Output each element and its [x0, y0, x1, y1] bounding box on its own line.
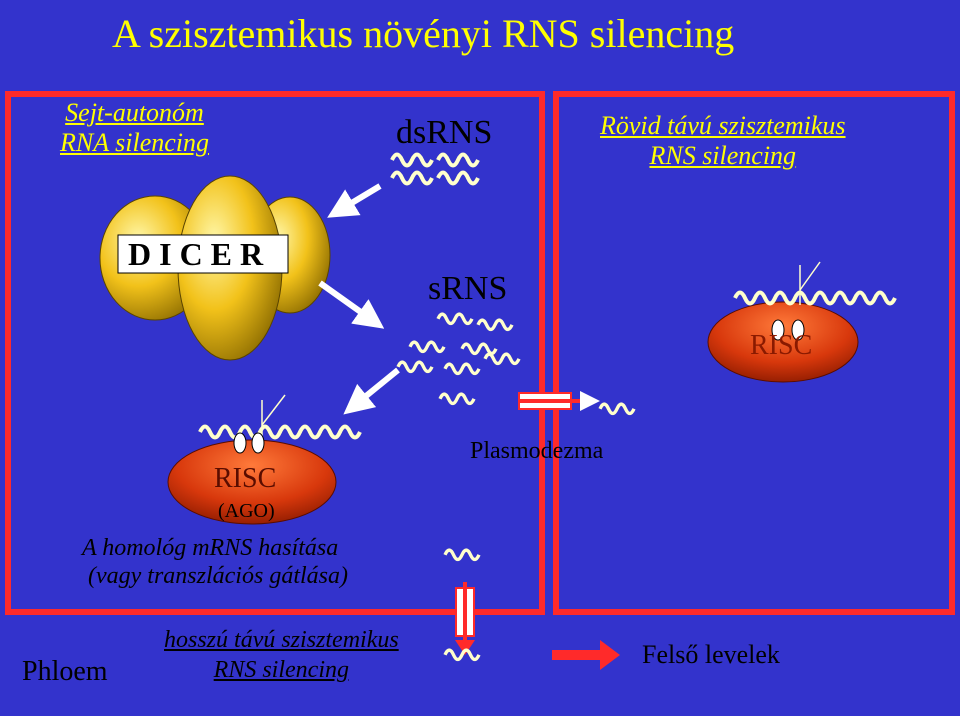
- right-heading-line2: RNS silencing: [649, 141, 797, 170]
- upper-leaves-label: Felső levelek: [642, 640, 780, 669]
- dicer-label: D I C E R: [128, 236, 264, 272]
- page-title: A szisztemikus növényi RNS silencing: [112, 11, 735, 56]
- process-arrows: [318, 183, 400, 415]
- left-heading: Sejt-autonóm RNA silencing: [60, 98, 209, 158]
- long-distance-line2: RNS silencing: [213, 657, 349, 683]
- risc-left-complex: [167, 394, 362, 525]
- cleavage-text: A homológ mRNS hasítása (vagy transzláci…: [82, 534, 348, 590]
- dicer-enzyme: [99, 175, 331, 361]
- risc-left-label: RISC: [214, 463, 277, 494]
- left-cell-border: [5, 91, 545, 615]
- cleavage-line2: (vagy transzlációs gátlása): [88, 563, 348, 589]
- dsrna-label: dsRNS: [396, 114, 493, 151]
- upper-leaves-arrow: [552, 640, 620, 670]
- plasmodesma-label: Plasmodezma: [470, 438, 604, 464]
- long-distance-text: hosszú távú szisztemikus RNS silencing: [164, 625, 399, 685]
- right-cell-border: [553, 91, 955, 615]
- risc-left-sublabel: (AGO): [218, 500, 275, 522]
- left-heading-line1: Sejt-autonóm: [65, 98, 204, 127]
- srna-label: sRNS: [428, 270, 508, 307]
- long-distance-line1: hosszú távú szisztemikus: [164, 627, 399, 653]
- risc-right-label: RISC: [750, 330, 813, 361]
- risc-right-complex: [707, 261, 897, 383]
- cleavage-line1: A homológ mRNS hasítása: [82, 535, 339, 561]
- phloem-transport: [443, 548, 481, 662]
- phloem-label: Phloem: [22, 656, 108, 687]
- left-heading-line2: RNA silencing: [60, 128, 210, 157]
- plasmodesma-channel: [518, 391, 600, 411]
- right-heading: Rövid távú szisztemikus RNS silencing: [600, 111, 846, 171]
- dsrna-molecule: [390, 152, 480, 186]
- srna-molecules: [396, 312, 636, 416]
- right-heading-line1: Rövid távú szisztemikus: [600, 111, 846, 140]
